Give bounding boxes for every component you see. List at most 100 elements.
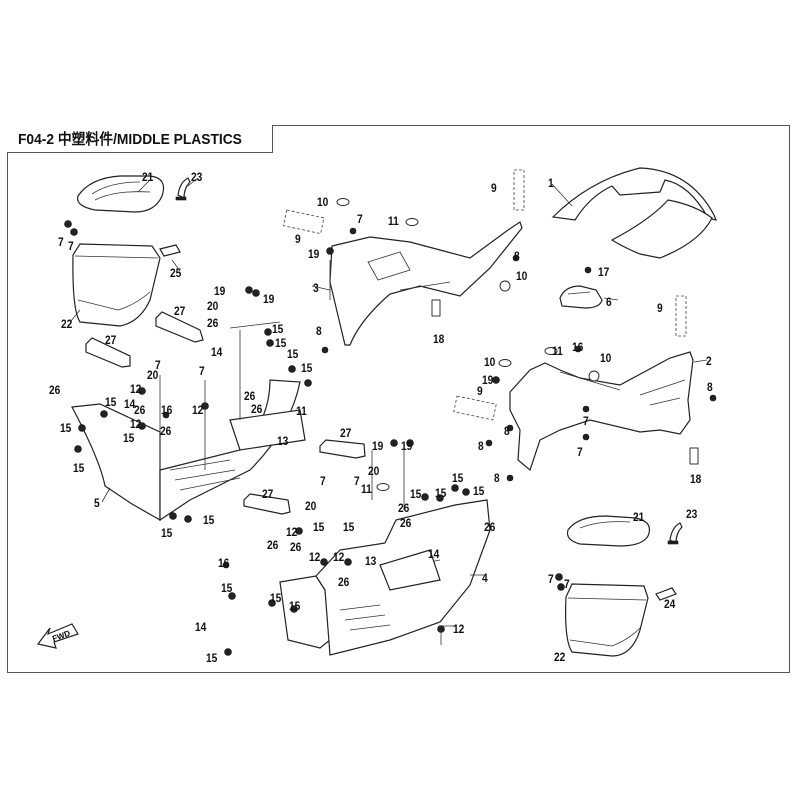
callout-12: 12 [453,622,465,636]
callout-9: 9 [295,232,301,246]
callout-7: 7 [58,235,64,249]
fasteners [64,198,717,656]
part-4-right-footwell [279,499,491,656]
callout-21: 21 [633,510,645,524]
callout-23: 23 [191,170,203,184]
callout-26: 26 [398,501,410,515]
callout-26: 26 [207,316,219,330]
callout-15: 15 [221,581,233,595]
part-23-hook-right [667,522,683,545]
callout-7: 7 [68,239,74,253]
callout-6: 6 [606,295,612,309]
callout-12: 12 [309,550,321,564]
part-25-bracket-left [159,244,181,257]
callout-8: 8 [707,380,713,394]
callout-12: 12 [130,417,142,431]
callout-20: 20 [368,464,380,478]
callout-3: 3 [313,281,319,295]
callout-5: 5 [94,496,100,510]
title-box [7,125,273,153]
callout-11: 11 [361,482,372,496]
callout-27: 27 [174,304,186,318]
callout-15: 15 [452,471,464,485]
callout-7: 7 [583,414,589,428]
callout-14: 14 [428,547,440,561]
part-27-footrest-d [243,493,291,515]
callout-19: 19 [482,373,494,387]
callout-22: 22 [554,650,566,664]
callout-15: 15 [203,513,215,527]
part-21-storage-lid-right [566,515,651,547]
callout-26: 26 [134,403,146,417]
callout-15: 15 [343,520,355,534]
callout-26: 26 [400,516,412,530]
callout-10: 10 [484,355,496,369]
part-6-access-cover [559,285,603,309]
callout-18: 18 [690,472,702,486]
callout-15: 15 [473,484,485,498]
part-9-clip-groups [282,169,687,421]
callout-9: 9 [477,384,483,398]
callout-11: 11 [296,404,307,418]
callout-26: 26 [160,424,172,438]
callout-15: 15 [287,347,299,361]
part-1-front-hood [551,167,717,259]
callout-17: 17 [598,265,610,279]
callout-24: 24 [664,597,676,611]
callout-15: 15 [272,322,284,336]
callout-26: 26 [290,540,302,554]
callout-8: 8 [514,249,520,263]
part-3-center-cover [329,221,523,346]
callout-7: 7 [357,212,363,226]
callout-20: 20 [305,499,317,513]
part-27-footrest-b [85,337,131,368]
callout-7: 7 [548,572,554,586]
callout-16: 16 [161,403,173,417]
callout-10: 10 [516,269,528,283]
callout-20: 20 [147,368,159,382]
callout-19: 19 [263,292,275,306]
callout-10: 10 [600,351,612,365]
callout-2: 2 [706,354,712,368]
callout-20: 20 [207,299,219,313]
callout-15: 15 [60,421,72,435]
callout-12: 12 [286,525,298,539]
part-2-right-side-panel [509,351,694,472]
callout-14: 14 [124,397,136,411]
callout-22: 22 [61,317,73,331]
callout-7: 7 [320,474,326,488]
callout-7: 7 [199,364,205,378]
callout-15: 15 [161,526,173,540]
callout-8: 8 [494,471,500,485]
part-27-footrest-a [155,311,204,343]
callout-4: 4 [482,571,488,585]
callout-11: 11 [552,344,563,358]
callout-26: 26 [251,402,263,416]
callout-16: 16 [218,556,230,570]
callout-15: 15 [435,486,447,500]
part-27-footrest-c [319,439,366,459]
callout-7: 7 [564,577,570,591]
callout-12: 12 [130,382,142,396]
callout-15: 15 [275,336,287,350]
callout-27: 27 [340,426,352,440]
callout-8: 8 [478,439,484,453]
callout-15: 15 [313,520,325,534]
callout-27: 27 [105,333,117,347]
callout-15: 15 [410,487,422,501]
callout-12: 12 [192,403,204,417]
callout-15: 15 [301,361,313,375]
callout-16: 16 [572,340,584,354]
callout-13: 13 [277,434,289,448]
callout-26: 26 [49,383,61,397]
callout-15: 15 [289,599,301,613]
callout-23: 23 [686,507,698,521]
callout-19: 19 [401,439,413,453]
callout-19: 19 [214,284,226,298]
callout-8: 8 [504,424,510,438]
callout-15: 15 [73,461,85,475]
part-22-storage-box-right [565,583,649,657]
callout-11: 11 [388,214,399,228]
callout-26: 26 [338,575,350,589]
